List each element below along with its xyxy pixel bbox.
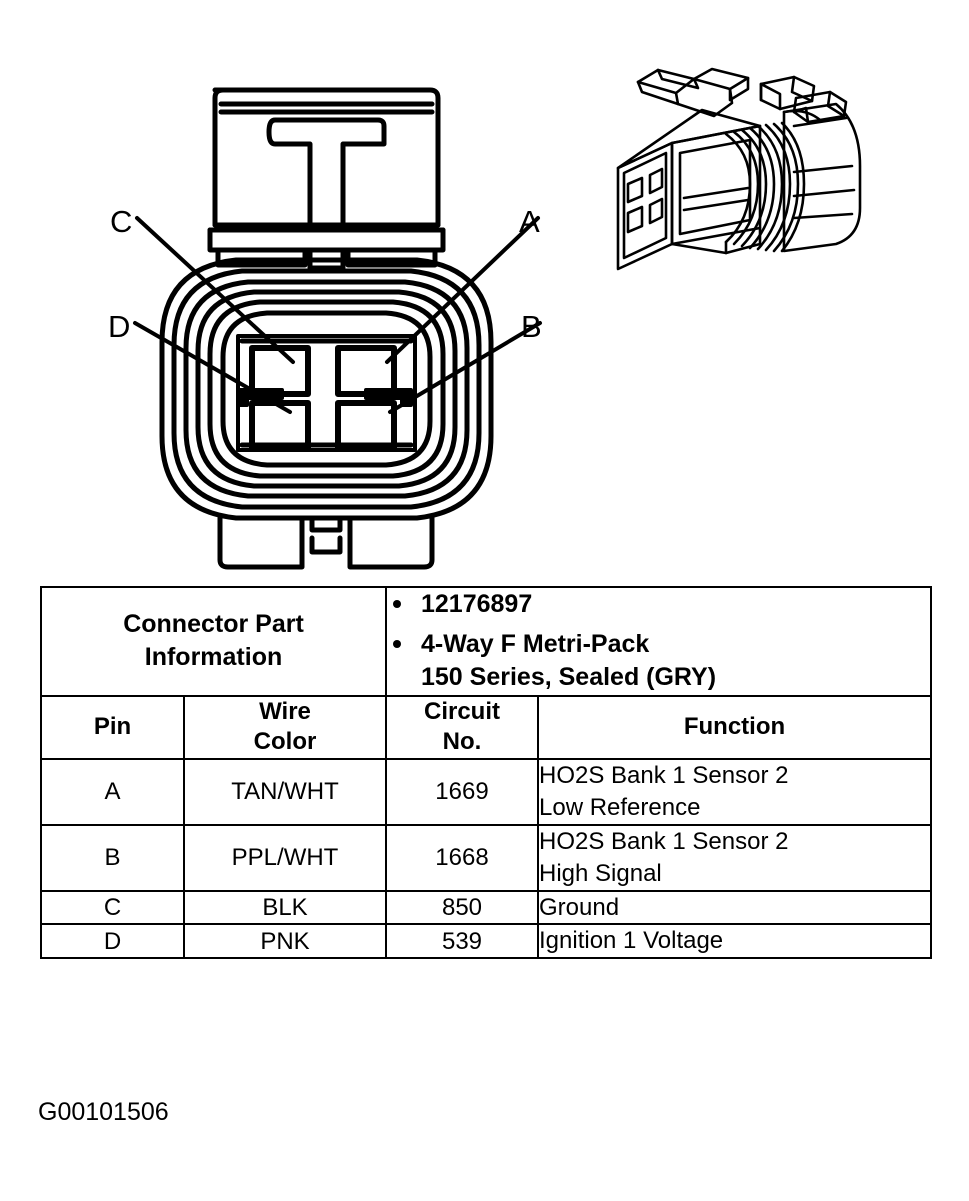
table-row: D PNK 539 Ignition 1 Voltage xyxy=(40,923,932,960)
cell-wire-color: TAN/WHT xyxy=(183,757,387,826)
cell-pin: B xyxy=(40,823,185,892)
function-line1: HO2S Bank 1 Sensor 2 xyxy=(539,827,789,855)
wire-color-header-line2: Color xyxy=(253,728,317,756)
callout-label-a: A xyxy=(519,204,540,239)
cell-pin: A xyxy=(40,757,185,826)
cell-pin: D xyxy=(40,923,185,960)
cell-function: Ignition 1 Voltage xyxy=(537,923,932,960)
connector-part-information-bullets: 12176897 4-Way F Metri-Pack 150 Series, … xyxy=(385,586,932,697)
cell-function: Ground xyxy=(537,889,932,926)
connector-part-information-row: Connector Part Information 12176897 4-Wa… xyxy=(40,586,932,697)
column-header-pin: Pin xyxy=(40,694,185,760)
cell-function: HO2S Bank 1 Sensor 2 High Signal xyxy=(537,823,932,892)
function-line2: High Signal xyxy=(539,859,662,887)
table-row: C BLK 850 Ground xyxy=(40,889,932,926)
callout-label-b: B xyxy=(521,309,542,344)
cell-wire-color: PPL/WHT xyxy=(183,823,387,892)
part-bullet-item: 4-Way F Metri-Pack 150 Series, Sealed (G… xyxy=(387,628,930,695)
column-header-function: Function xyxy=(537,694,932,760)
figure-id-label: G00101506 xyxy=(38,1098,169,1126)
callout-label-c: C xyxy=(110,204,133,239)
connector-figure-area: C A D B xyxy=(0,0,969,575)
table-row: A TAN/WHT 1669 HO2S Bank 1 Sensor 2 Low … xyxy=(40,757,932,826)
connector-pinout-table: Connector Part Information 12176897 4-Wa… xyxy=(40,586,932,960)
wire-color-header-line1: Wire xyxy=(259,697,311,725)
circuit-header-line2: No. xyxy=(442,728,482,756)
connector-face-view xyxy=(133,87,542,570)
info-label-line1: Connector Part xyxy=(123,610,304,639)
part-description-line2: 150 Series, Sealed (GRY) xyxy=(421,663,717,691)
cell-circuit-no: 1668 xyxy=(385,823,539,892)
cell-circuit-no: 850 xyxy=(385,889,539,926)
circuit-header-line1: Circuit xyxy=(423,697,500,725)
part-bullet-list: 12176897 4-Way F Metri-Pack 150 Series, … xyxy=(387,588,930,695)
part-number: 12176897 xyxy=(421,590,533,618)
table-row: B PPL/WHT 1668 HO2S Bank 1 Sensor 2 High… xyxy=(40,823,932,892)
cell-function: HO2S Bank 1 Sensor 2 Low Reference xyxy=(537,757,932,826)
column-header-wire-color: Wire Color xyxy=(183,694,387,760)
callout-label-d: D xyxy=(108,309,131,344)
connector-isometric-view xyxy=(616,67,862,271)
cell-wire-color: BLK xyxy=(183,889,387,926)
cell-pin: C xyxy=(40,889,185,926)
connector-part-information-label: Connector Part Information xyxy=(40,586,387,697)
function-line1: HO2S Bank 1 Sensor 2 xyxy=(539,761,789,789)
column-header-circuit-no: Circuit No. xyxy=(385,694,539,760)
cell-circuit-no: 539 xyxy=(385,923,539,960)
part-bullet-item: 12176897 xyxy=(387,588,930,622)
table-header-row: Pin Wire Color Circuit No. Function xyxy=(40,694,932,760)
part-description-line1: 4-Way F Metri-Pack xyxy=(421,629,650,658)
cell-wire-color: PNK xyxy=(183,923,387,960)
function-line2: Low Reference xyxy=(539,793,701,821)
info-label-line2: Information xyxy=(144,643,283,672)
cell-circuit-no: 1669 xyxy=(385,757,539,826)
